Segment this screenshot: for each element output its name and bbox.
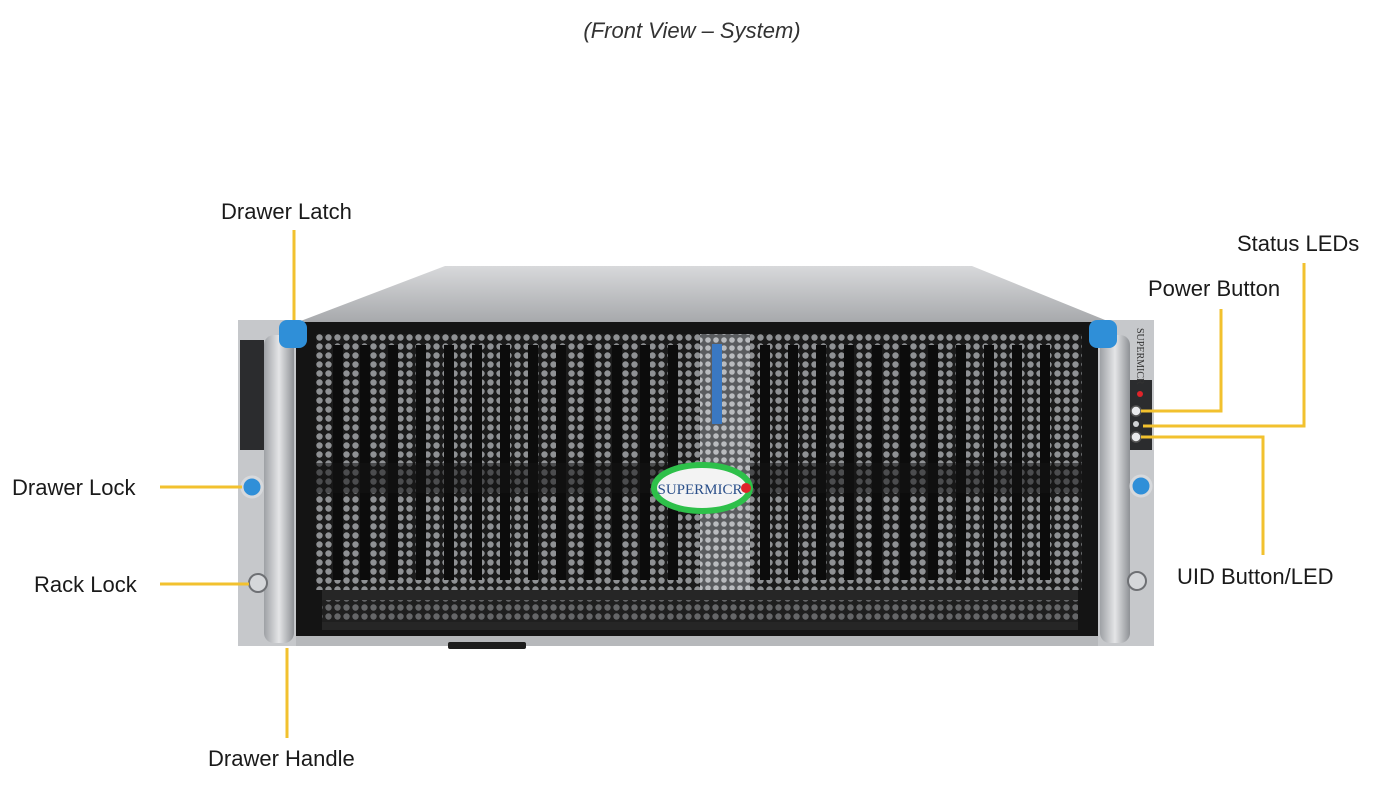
uid-button[interactable] bbox=[1130, 431, 1142, 443]
right-rack-lock[interactable] bbox=[1127, 571, 1147, 591]
perforated-grille bbox=[316, 334, 1082, 590]
status-leds-callout bbox=[1143, 263, 1306, 428]
power-button[interactable] bbox=[1130, 405, 1142, 417]
left-drawer-latch[interactable] bbox=[279, 320, 307, 348]
label-drawer-handle: Drawer Handle bbox=[208, 746, 355, 771]
left-drawer-handle[interactable] bbox=[264, 335, 294, 643]
page-title: (Front View – System) bbox=[583, 18, 801, 43]
drive-slot-columns bbox=[333, 345, 1050, 580]
label-rack-lock: Rack Lock bbox=[34, 572, 137, 597]
label-drawer-lock: Drawer Lock bbox=[12, 475, 136, 500]
label-status-leds: Status LEDs bbox=[1237, 231, 1360, 256]
side-logo-text: SUPERMICR bbox=[1134, 328, 1145, 385]
chassis-top bbox=[298, 266, 1110, 322]
side-logo-red-dot bbox=[1137, 391, 1143, 397]
callout-lines bbox=[160, 230, 1306, 738]
left-rack-lock[interactable] bbox=[248, 573, 268, 593]
power-button-callout bbox=[1141, 309, 1223, 413]
logo-red-dot bbox=[741, 483, 751, 493]
brand-logo-text: SUPERMICR bbox=[657, 482, 742, 498]
right-drawer-handle[interactable] bbox=[1100, 335, 1130, 643]
label-drawer-latch: Drawer Latch bbox=[221, 199, 352, 224]
label-power-button: Power Button bbox=[1148, 276, 1281, 301]
right-drawer-latch[interactable] bbox=[1089, 320, 1117, 348]
right-drawer-lock[interactable] bbox=[1129, 474, 1153, 498]
uid-button-callout bbox=[1141, 435, 1265, 555]
label-uid-button: UID Button/LED bbox=[1177, 564, 1334, 589]
status-led bbox=[1133, 421, 1139, 427]
left-drawer-lock[interactable] bbox=[240, 475, 264, 499]
